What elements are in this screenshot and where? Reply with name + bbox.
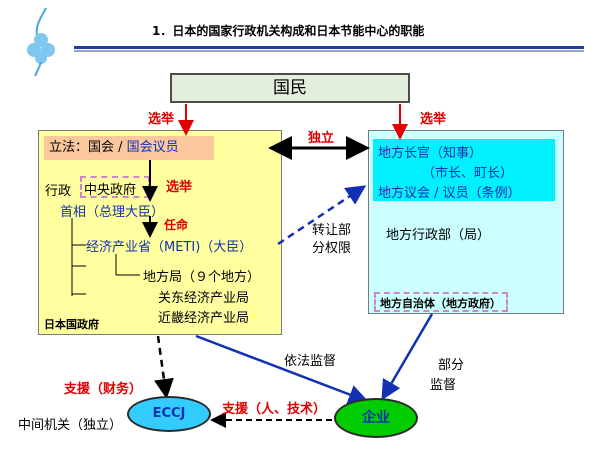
local-government-caption: 地方自治体（地方政府） bbox=[380, 297, 501, 310]
partial-supervision-arrow bbox=[381, 313, 434, 401]
eccj-node: ECCJ bbox=[127, 396, 211, 432]
local-admin-dept: 地方行政部（局） bbox=[386, 228, 491, 243]
transfer-label-line2: 分权限 bbox=[312, 241, 352, 256]
kinki-bureau-label: 近畿经济产业局 bbox=[158, 311, 250, 326]
japan-government-caption: 日本国政府 bbox=[44, 318, 99, 331]
page-title: 1．日本的国家行政机关构成和日本节能中心的职能 bbox=[152, 24, 425, 38]
legislature-prefix: 立法：国会 / bbox=[49, 140, 127, 155]
regional-bureau-label: 地方局（９个地方） bbox=[143, 270, 261, 285]
title-rule bbox=[74, 46, 584, 49]
support-finance-label: 支援（财务） bbox=[64, 382, 143, 397]
independent-label: 独立 bbox=[308, 131, 335, 146]
appoint-label: 任命 bbox=[164, 218, 189, 232]
local-assembly: 地方议会 / 议员（条例） bbox=[378, 186, 521, 201]
central-government-box bbox=[38, 130, 282, 335]
local-head-mayor: （市长、町长） bbox=[422, 166, 514, 181]
eccj-note: 中间机关（独立） bbox=[18, 418, 123, 433]
legal-supervision-arrow bbox=[195, 334, 369, 405]
transfer-authority-arrow bbox=[277, 185, 367, 246]
company-node: 企业 bbox=[334, 398, 418, 438]
legal-supervision-label: 依法监督 bbox=[284, 354, 337, 369]
election-label-right: 选举 bbox=[420, 112, 447, 127]
transfer-label-line1: 转让部 bbox=[312, 223, 352, 238]
central-government-label: 中央政府 bbox=[84, 183, 137, 198]
local-head-box bbox=[373, 139, 555, 201]
diet-member-label: 国会议员 bbox=[126, 140, 179, 155]
meti-label: 经济产业省（METI)（大臣） bbox=[86, 240, 253, 255]
citizen-box: 国民 bbox=[170, 73, 410, 103]
local-caption-frame bbox=[374, 292, 508, 312]
election-label-left: 选举 bbox=[148, 112, 175, 127]
support-people-tech-label: 支援（人、技术） bbox=[222, 402, 327, 417]
election-pm-label: 选举 bbox=[166, 180, 193, 195]
title-rule-shadow bbox=[74, 50, 584, 52]
legislature-label: 立法：国会 / 国会议员 bbox=[44, 136, 214, 160]
kanto-bureau-label: 关东经济产业局 bbox=[158, 291, 250, 306]
support-finance-arrow bbox=[154, 335, 174, 399]
local-head-governor: 地方长官（知事） bbox=[378, 146, 483, 161]
partial-supervision-line2: 监督 bbox=[430, 378, 457, 393]
partial-supervision-line1: 部分 bbox=[438, 358, 465, 373]
prime-minister-label: 首相（总理大臣） bbox=[60, 205, 165, 220]
executive-label: 行政 bbox=[45, 184, 72, 199]
clover-logo-icon bbox=[27, 7, 55, 77]
